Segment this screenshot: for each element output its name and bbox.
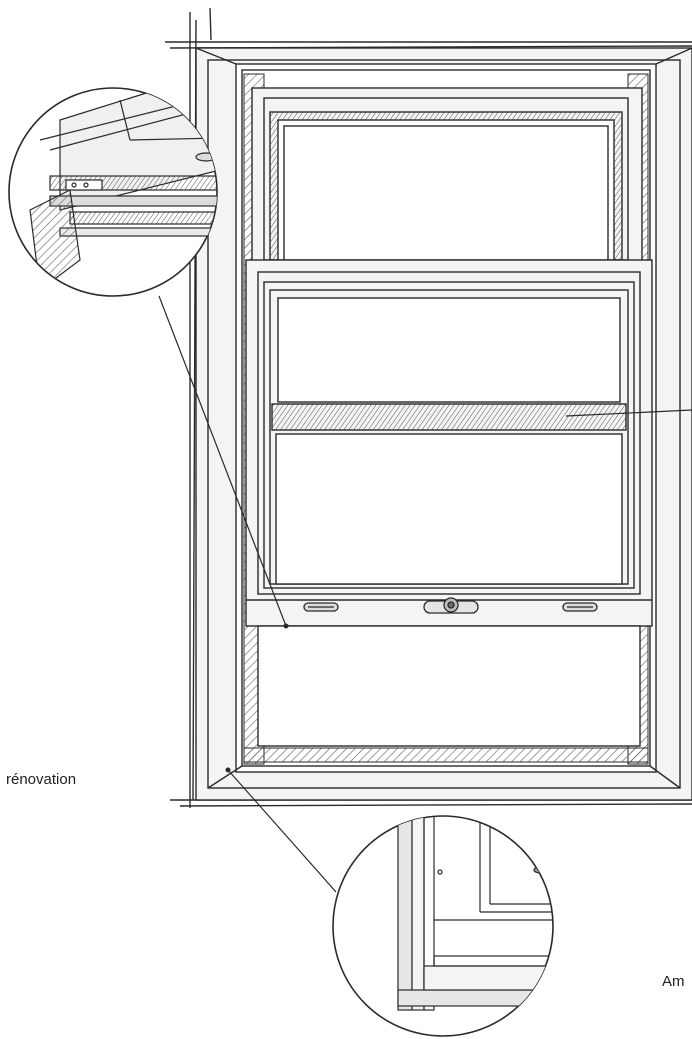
label-renovation: rénovation bbox=[6, 771, 77, 788]
callout-leaders bbox=[158, 295, 692, 893]
leader-dot-top bbox=[283, 623, 289, 629]
sash-lock-icon bbox=[423, 597, 479, 614]
lower-sash bbox=[245, 259, 653, 627]
label-truncated-right: Am bbox=[662, 973, 685, 990]
leader-dot-bottom bbox=[225, 767, 231, 773]
lower-opening bbox=[257, 625, 641, 747]
bottom-corner-detail bbox=[332, 815, 554, 1037]
lift-handle-right bbox=[562, 602, 598, 612]
upper-sash bbox=[251, 87, 643, 265]
lift-handle-left bbox=[303, 602, 339, 612]
